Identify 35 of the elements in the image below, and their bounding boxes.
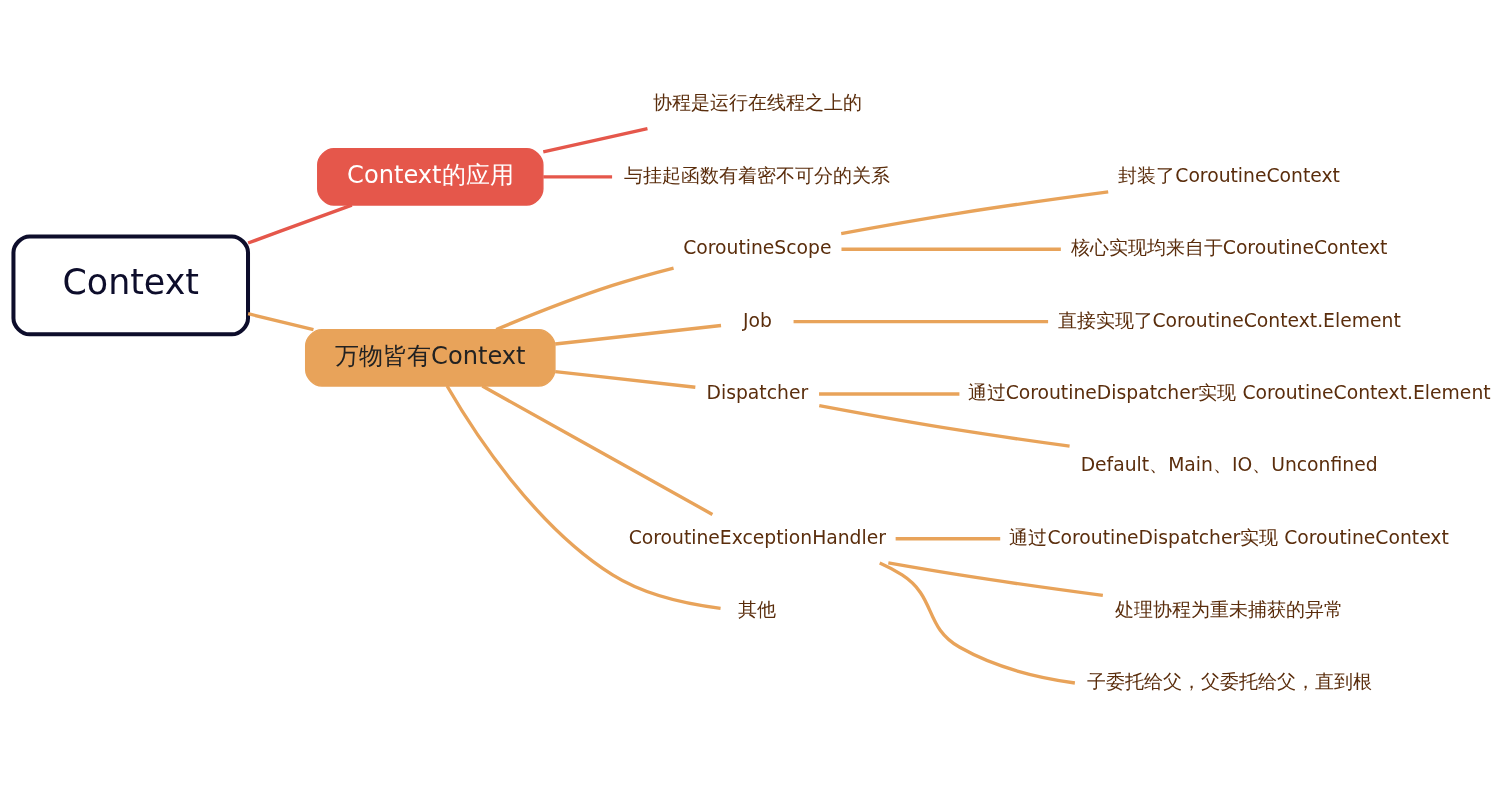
connector (793, 319, 1049, 324)
node-text: 处理协程为重未捕获的异常 (1115, 599, 1344, 621)
node-text: Dispatcher (706, 381, 809, 403)
connector (555, 369, 696, 389)
node-text: Job (742, 309, 772, 331)
node-box: 万物皆有Context (304, 329, 556, 387)
node-text: 与挂起函数有着密不可分的关系 (624, 164, 891, 186)
node-text: 核心实现均来自于CoroutineContext (1070, 237, 1388, 259)
connector (879, 561, 1076, 685)
connector (481, 384, 714, 516)
node-text: 直接实现了CoroutineContext.Element (1057, 309, 1401, 331)
node-text: 其他 (738, 599, 777, 621)
node-box: Context的应用 (317, 148, 544, 206)
node-text: CoroutineScope (683, 237, 832, 259)
node-text: 子委托给父，父委托给父，直到根 (1086, 671, 1372, 693)
node-text: 封装了CoroutineContext (1118, 164, 1340, 186)
node-text: CoroutineExceptionHandler (628, 526, 886, 548)
connector (247, 203, 353, 245)
connector (819, 392, 960, 396)
connector (543, 175, 613, 179)
connector (841, 247, 1061, 251)
connector (895, 537, 1001, 541)
connector (818, 403, 1070, 448)
connector (888, 561, 1104, 598)
node-text: 通过CoroutineDispatcher实现 CoroutineContext (1009, 526, 1449, 548)
node-text: 通过CoroutineDispatcher实现 CoroutineContext.Element (967, 381, 1491, 403)
node-box: Context (11, 234, 250, 337)
node-text: 协程是运行在线程之上的 (652, 92, 862, 114)
connector (445, 385, 721, 611)
connector (840, 190, 1109, 236)
connector (555, 323, 722, 346)
connector (542, 127, 648, 154)
connector (247, 312, 314, 332)
node-text: Default、Main、IO、Unconfined (1080, 454, 1378, 476)
connector (495, 266, 674, 332)
